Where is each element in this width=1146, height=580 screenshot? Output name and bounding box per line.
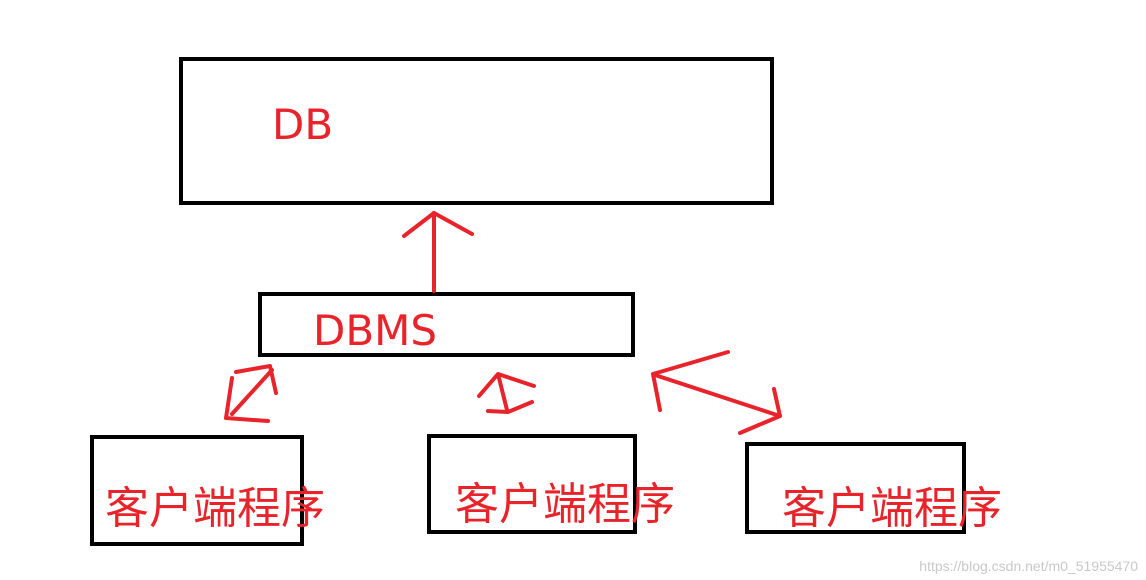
arrow-client3-dbms (651, 350, 782, 435)
dbms-label: DBMS (313, 306, 438, 355)
arrow-client1-dbms (224, 364, 278, 423)
client-box-2 (427, 434, 637, 534)
client-label-3: 客户端程序 (782, 483, 1002, 534)
client-label-1: 客户端程序 (105, 483, 325, 534)
client-box-3 (745, 442, 966, 534)
dbms-box (258, 292, 635, 357)
client-label-2: 客户端程序 (455, 479, 675, 530)
arrow-client2-dbms (477, 372, 536, 414)
watermark-text: https://blog.csdn.net/m0_51955470 (919, 558, 1138, 574)
client-box-1 (90, 435, 304, 546)
db-box (179, 57, 774, 205)
db-label: DB (272, 100, 334, 149)
arrow-dbms-to-db (402, 211, 474, 293)
